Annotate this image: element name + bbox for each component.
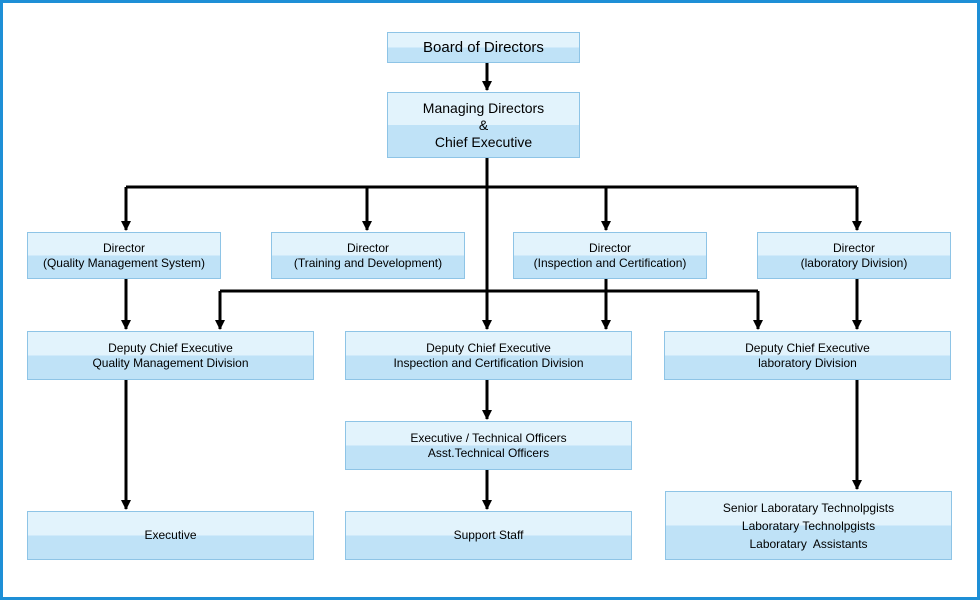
node-deputy-quality: Deputy Chief Executive Quality Managemen… bbox=[27, 331, 314, 380]
node-label: (Quality Management System) bbox=[42, 255, 206, 270]
node-label: Quality Management Division bbox=[92, 355, 249, 370]
node-label: (Inspection and Certification) bbox=[533, 255, 687, 270]
node-director-lab: Director (laboratory Division) bbox=[757, 232, 951, 279]
node-board-of-directors: Board of Directors bbox=[387, 32, 580, 63]
node-label: (laboratory Division) bbox=[800, 255, 908, 270]
node-label: Director bbox=[588, 240, 631, 255]
node-label: Director bbox=[102, 240, 145, 255]
node-director-training: Director (Training and Development) bbox=[271, 232, 465, 279]
node-label: Executive / Technical Officers bbox=[410, 430, 567, 445]
node-deputy-inspection: Deputy Chief Executive Inspection and Ce… bbox=[345, 331, 632, 380]
node-label: Laboratary Technolpgists bbox=[741, 518, 876, 533]
node-label: (Training and Development) bbox=[293, 255, 443, 270]
node-label: Deputy Chief Executive bbox=[108, 340, 233, 355]
node-label: Director bbox=[346, 240, 389, 255]
node-deputy-laboratory: Deputy Chief Executive laboratory Divisi… bbox=[664, 331, 951, 380]
node-director-inspection: Director (Inspection and Certification) bbox=[513, 232, 707, 279]
node-label: Deputy Chief Executive bbox=[745, 340, 870, 355]
node-label: Director bbox=[832, 240, 875, 255]
node-support-staff: Support Staff bbox=[345, 511, 632, 560]
node-managing-director: Managing Directors & Chief Executive bbox=[387, 92, 580, 158]
node-label: Chief Executive bbox=[434, 133, 533, 150]
node-executive: Executive bbox=[27, 511, 314, 560]
node-director-qms: Director (Quality Management System) bbox=[27, 232, 221, 279]
node-label: Board of Directors bbox=[423, 38, 544, 56]
node-laboratory-staff: Senior Laboratary Technolpgists Laborata… bbox=[665, 491, 952, 560]
node-technical-officers: Executive / Technical Officers Asst.Tech… bbox=[345, 421, 632, 470]
node-label: Managing Directors bbox=[422, 99, 545, 116]
node-label: laboratory Division bbox=[758, 355, 857, 370]
node-label: Inspection and Certification Division bbox=[393, 355, 584, 370]
node-label: Senior Laboratary Technolpgists bbox=[722, 500, 895, 515]
node-label: Support Staff bbox=[453, 528, 524, 542]
node-label: Executive bbox=[144, 528, 197, 542]
node-label: Asst.Technical Officers bbox=[427, 445, 550, 460]
node-label: & bbox=[478, 116, 489, 133]
node-label: Deputy Chief Executive bbox=[426, 340, 551, 355]
node-label: Laboratary Assistants bbox=[749, 536, 868, 551]
